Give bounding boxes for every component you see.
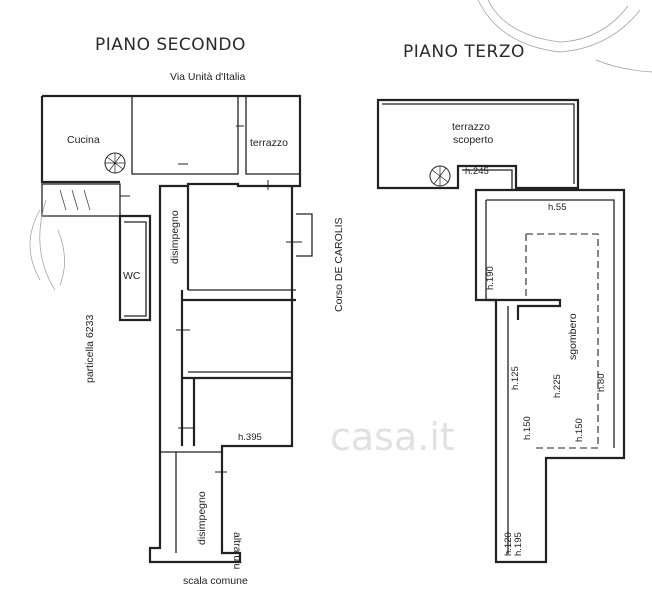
watermark-casa-it: casa.it [330,415,455,459]
street-corso-de-carolis: Corso DE CAROLIS [333,217,345,312]
stamp-mark [477,0,652,73]
height-label-h150-left: h.150 [522,416,533,440]
room-label-disimpegno-lower: disimpegno [196,491,208,545]
parcel-label-6233: particella 6233 [84,315,96,383]
height-label-h245: h.245 [465,166,489,177]
height-label-h125: h.125 [510,366,521,390]
third-floor-plan [376,98,626,564]
street-via-unita-italia: Via Unità d'Italia [170,71,246,83]
height-label-h190: h.190 [485,266,496,290]
height-label-h195: h.195 [513,532,524,556]
height-label-h150-right: h.150 [574,418,585,442]
room-label-terrazzo: terrazzo [250,137,288,149]
third-floor-title: PIANO TERZO [403,42,525,62]
room-label-scoperto-line2: scoperto [453,134,493,146]
height-label-h225: h.225 [552,374,563,398]
height-label-h80: h.80 [596,374,607,393]
height-label-h395: h.395 [238,432,262,443]
room-label-sgombero: sgombero [567,313,579,360]
other-unit-label: altra uiu [231,532,243,570]
room-label-wc: WC [123,270,141,282]
room-label-disimpegno-upper: disimpegno [169,210,181,264]
second-floor-plan [29,94,313,564]
height-label-h55: h.55 [548,202,567,213]
room-label-cucina: Cucina [67,134,100,146]
note-scala-comune: scala comune [183,575,248,587]
room-label-terrazzo-line1: terrazzo [452,121,490,133]
second-floor-title: PIANO SECONDO [95,35,246,55]
height-label-h120: h.120 [503,532,514,556]
